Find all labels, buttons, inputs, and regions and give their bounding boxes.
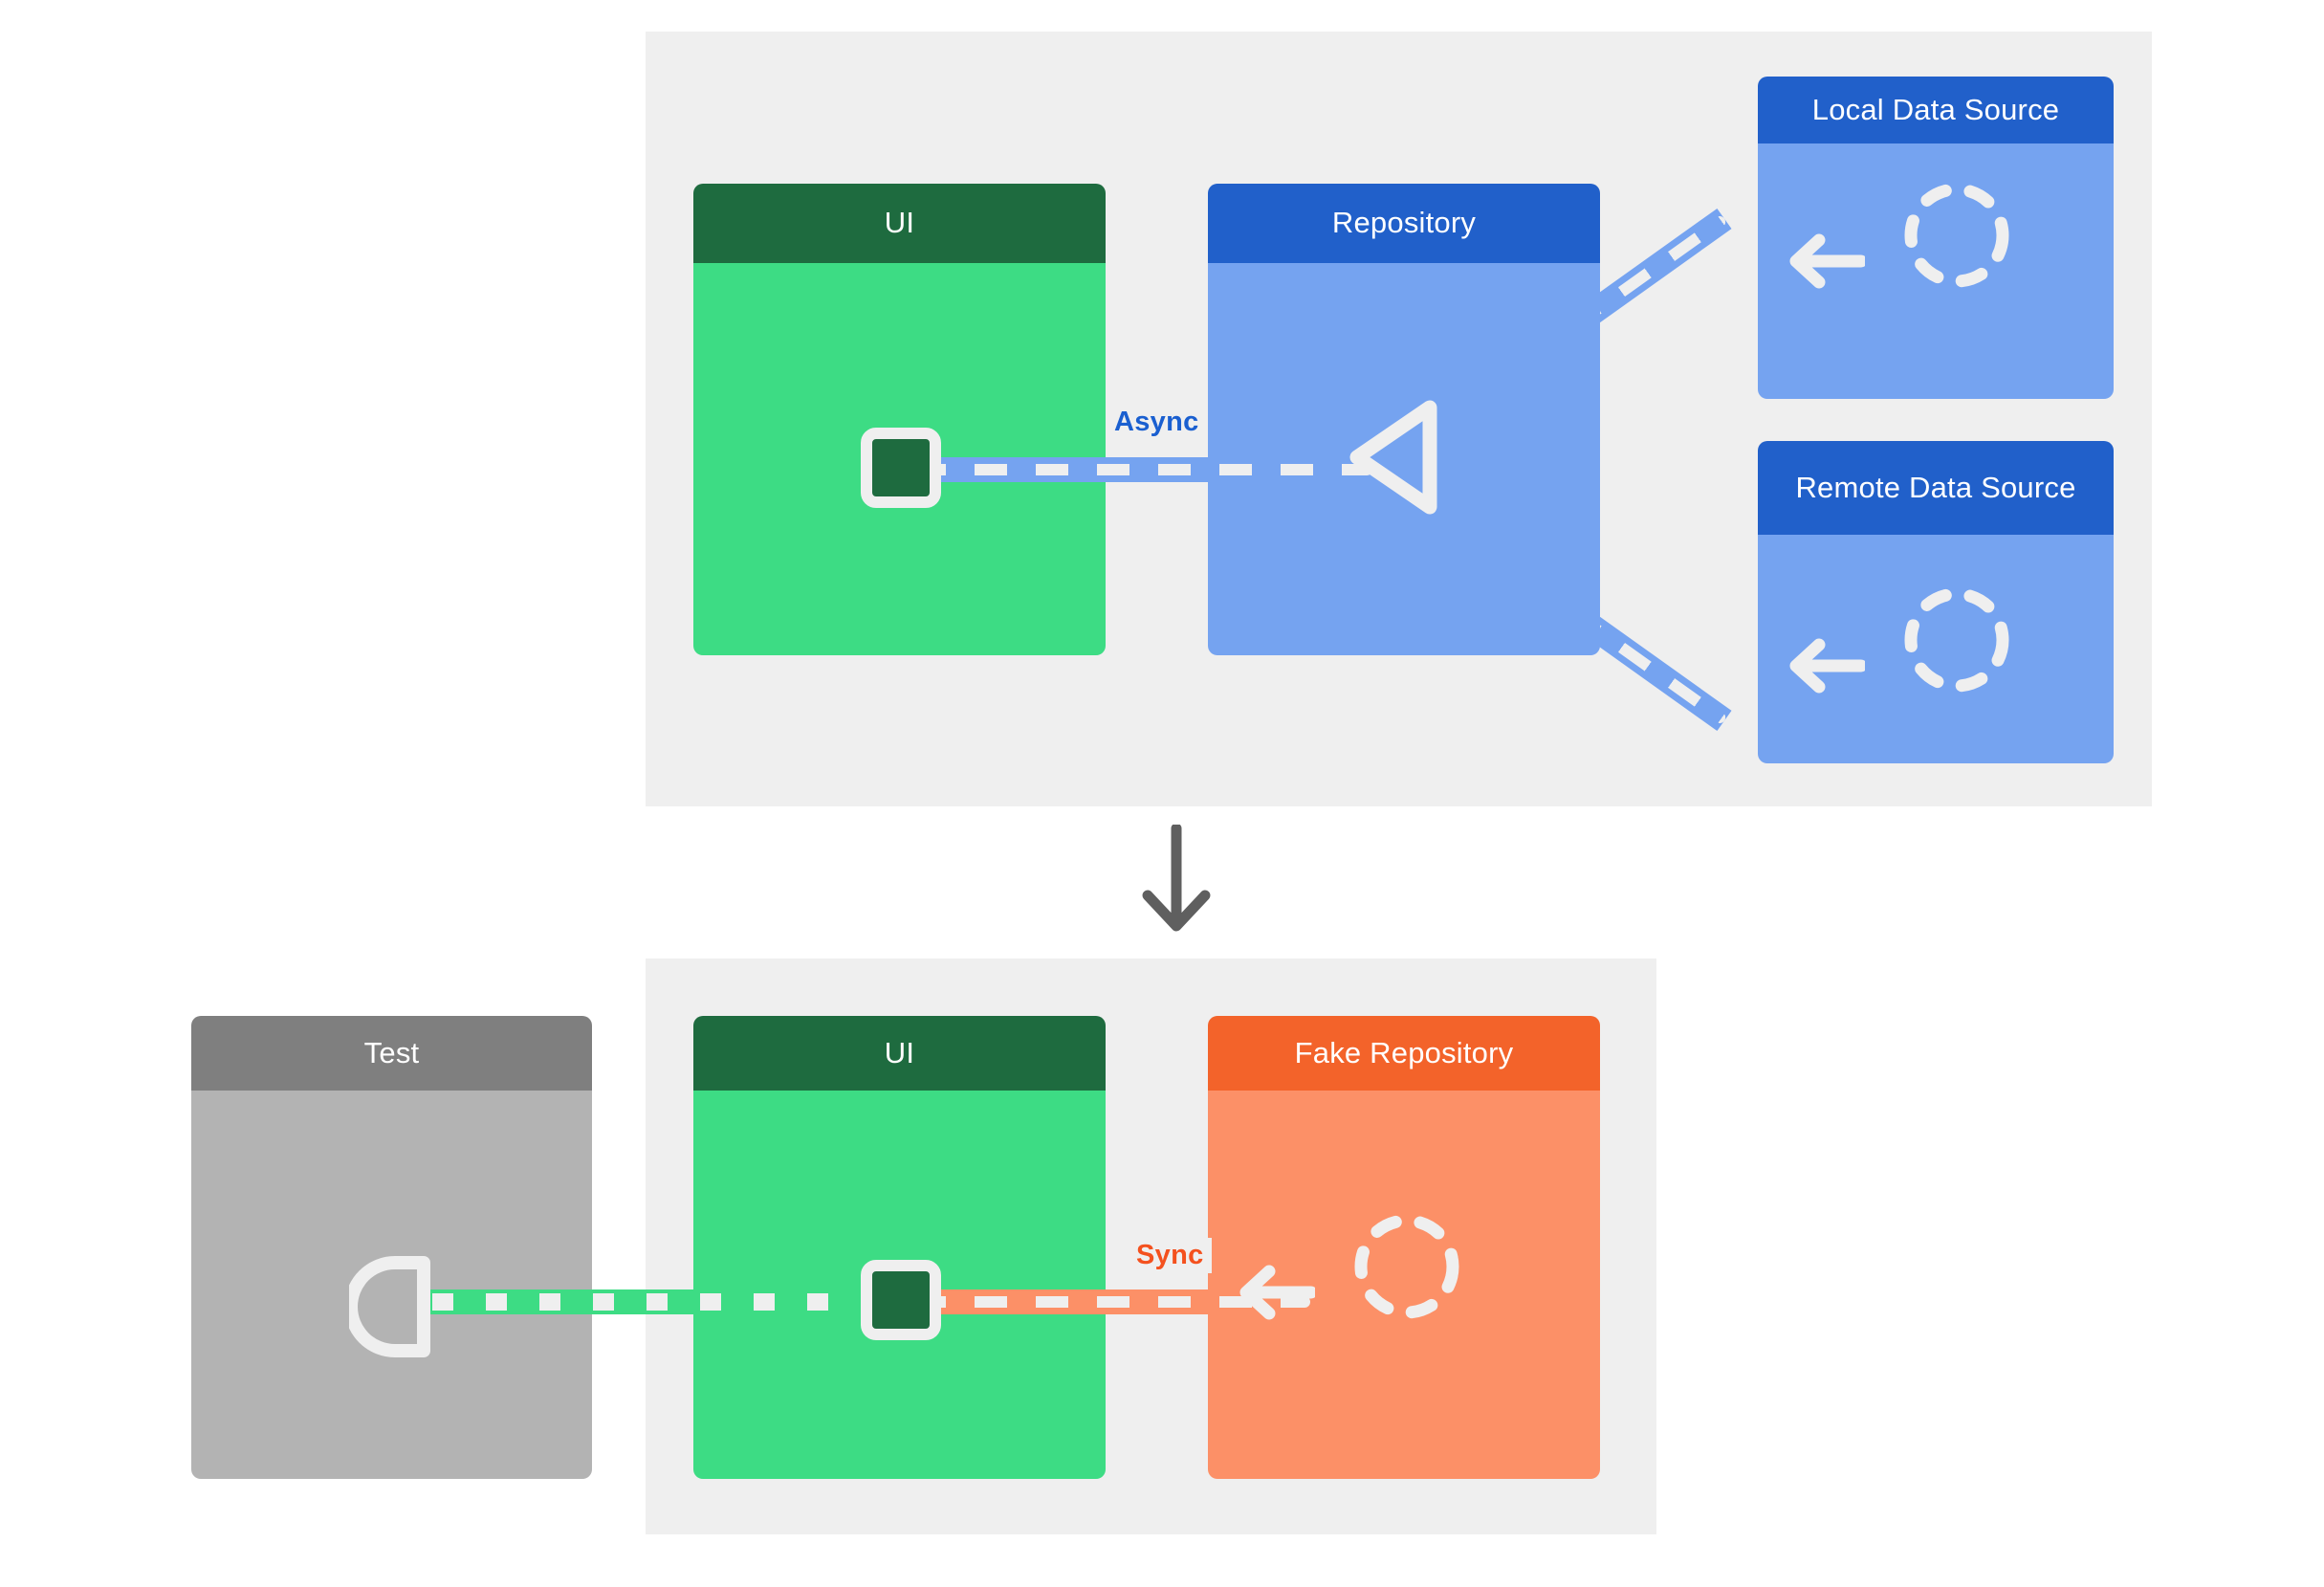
arrow-left-icon xyxy=(1788,634,1865,697)
dashed-circle-icon xyxy=(1898,177,2015,294)
card-body xyxy=(191,1091,592,1479)
plug-icon xyxy=(861,428,941,508)
card-title: Remote Data Source xyxy=(1758,441,2114,535)
triangle-left-icon xyxy=(1344,398,1439,521)
dashed-circle-icon xyxy=(1348,1208,1465,1325)
card-ui-test[interactable]: UI xyxy=(693,1016,1106,1479)
card-title: Fake Repository xyxy=(1208,1016,1600,1091)
plug-icon xyxy=(861,1260,941,1340)
connector-label-async: Async xyxy=(1107,405,1207,440)
card-ui-production[interactable]: UI xyxy=(693,184,1106,655)
arrow-left-icon xyxy=(1239,1261,1315,1324)
connector-test-to-ui xyxy=(421,1289,913,1314)
flow-arrow-down-icon xyxy=(1138,823,1215,942)
connector-dots xyxy=(421,1293,913,1311)
dashed-circle-icon xyxy=(1898,582,2015,698)
card-test[interactable]: Test xyxy=(191,1016,592,1479)
connector-dashes xyxy=(913,464,1372,475)
card-title: UI xyxy=(693,184,1106,263)
card-body xyxy=(1208,1091,1600,1479)
card-title: Local Data Source xyxy=(1758,77,2114,143)
connector-dashes xyxy=(913,1296,1310,1308)
card-title: Test xyxy=(191,1016,592,1091)
connector-async-ui-to-repository xyxy=(913,457,1372,482)
card-fake-repository[interactable]: Fake Repository xyxy=(1208,1016,1600,1479)
card-title: Repository xyxy=(1208,184,1600,263)
card-title: UI xyxy=(693,1016,1106,1091)
connector-label-sync: Sync xyxy=(1129,1238,1212,1273)
arrow-left-icon xyxy=(1788,230,1865,293)
card-local-data-source[interactable]: Local Data Source xyxy=(1758,77,2114,399)
socket-icon xyxy=(344,1253,441,1365)
